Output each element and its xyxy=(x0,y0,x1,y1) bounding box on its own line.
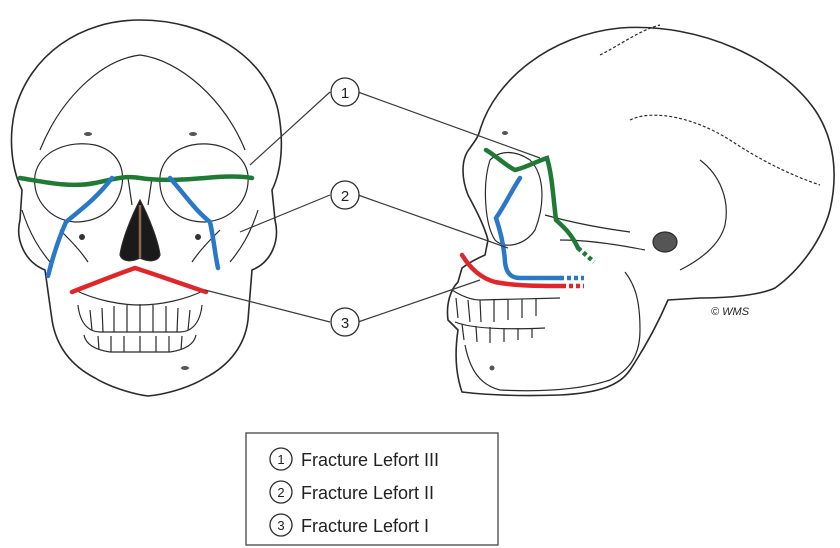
front-skull xyxy=(10,19,283,397)
front-lefort-i-line xyxy=(69,265,209,295)
marker-3: 3 xyxy=(330,307,360,337)
svg-text:Fracture Lefort III: Fracture Lefort III xyxy=(301,450,439,470)
front-lefort-iii-line xyxy=(17,174,255,188)
marker-2: 2 xyxy=(330,180,360,210)
front-lefort-ii-line xyxy=(45,175,221,279)
side-lower-teeth xyxy=(454,321,546,343)
legend-item-lefort-iii: 1 Fracture Lefort III xyxy=(269,447,439,471)
front-skull-outline xyxy=(10,19,283,397)
side-orbit xyxy=(484,151,543,246)
marker-1: 1 xyxy=(330,77,360,107)
legend: 1 Fracture Lefort III 2 Fracture Lefort … xyxy=(245,432,499,546)
front-upper-teeth xyxy=(77,304,203,333)
side-upper-teeth xyxy=(451,289,561,323)
side-mandible xyxy=(464,271,641,392)
front-right-orbit xyxy=(159,143,249,223)
svg-text:2: 2 xyxy=(341,188,349,205)
svg-text:1: 1 xyxy=(341,85,349,102)
side-lefort-ii-line xyxy=(493,175,563,281)
side-lefort-iii-dashed xyxy=(576,246,596,264)
side-skull-outline xyxy=(446,26,835,397)
svg-text:3: 3 xyxy=(277,518,284,533)
legend-item-lefort-ii: 2 Fracture Lefort II xyxy=(269,480,434,504)
legend-item-lefort-i: 3 Fracture Lefort I xyxy=(269,513,429,537)
svg-text:3: 3 xyxy=(341,315,349,332)
svg-text:2: 2 xyxy=(277,485,284,500)
side-lefort-iii-line xyxy=(483,147,581,251)
copyright-text: © WMS xyxy=(711,306,750,318)
front-lower-teeth xyxy=(83,334,197,353)
side-skull xyxy=(446,24,835,397)
svg-text:1: 1 xyxy=(277,452,284,467)
leader-lines xyxy=(204,91,541,323)
front-left-orbit xyxy=(34,143,124,223)
svg-text:Fracture Lefort II: Fracture Lefort II xyxy=(301,483,434,503)
side-lefort-i-line xyxy=(459,252,565,289)
svg-text:Fracture Lefort I: Fracture Lefort I xyxy=(301,516,429,536)
